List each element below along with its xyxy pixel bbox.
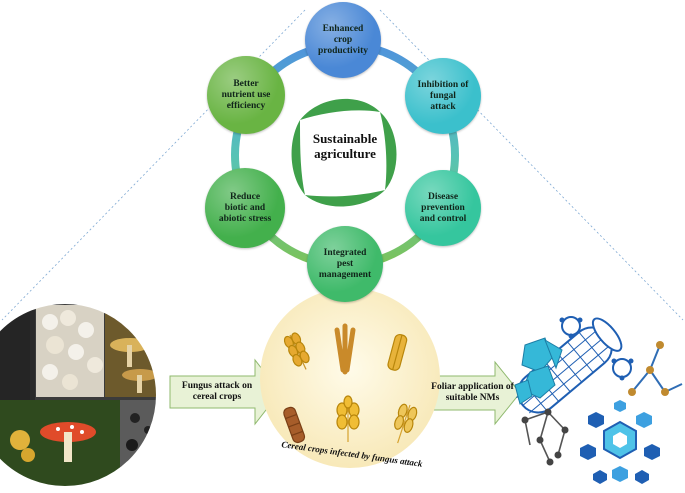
fungus-photo-collage xyxy=(0,303,157,487)
nanomaterial-illustrations xyxy=(514,316,683,484)
leaf-icon xyxy=(291,98,397,207)
center-label-sustainable-agriculture: Sustainable agriculture xyxy=(312,131,378,161)
wheat-ear-icons xyxy=(283,323,418,444)
right-arrow-shape xyxy=(424,360,521,426)
right-arrow-label: Foliar application of suitable NMs xyxy=(431,382,514,403)
left-arrow-label: Fungus attack on cereal crops xyxy=(181,381,253,402)
